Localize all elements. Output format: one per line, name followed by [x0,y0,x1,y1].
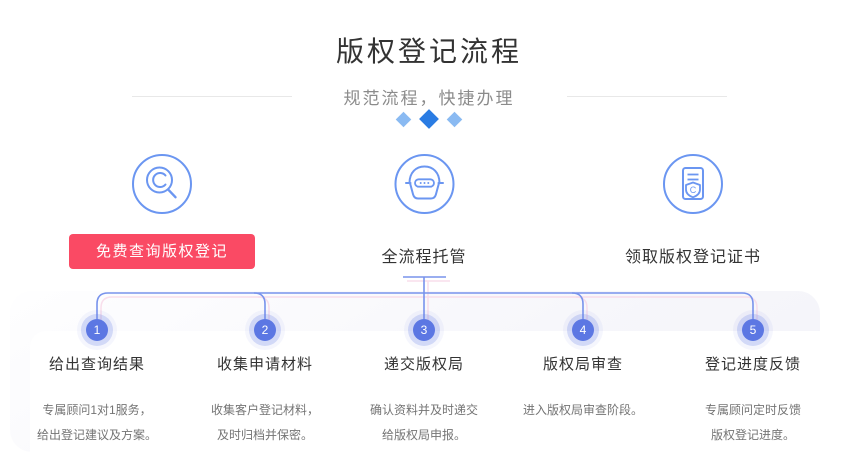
timeline-white-card [30,331,858,452]
diamond-icon [395,111,412,127]
step-title: 登记进度反馈 [704,356,801,373]
diamond-icon [446,111,463,127]
step-title: 给出查询结果 [48,356,145,373]
step-desc-line: 进入版权局审查阶段。 [522,403,643,417]
step-column-2: 收集申请材料 收集客户登记材料， 及时归档并保密。 [175,353,355,448]
subtitle-divider-left [131,95,292,97]
step-desc-line: 确认资料并及时递交 [369,403,478,417]
step-column-1: 给出查询结果 专属顾问1对1服务， 给出登记建议及方案。 [7,353,187,448]
certificate-icon: C [662,154,723,214]
step-badge-3: 3 [413,319,435,341]
step-description: 收集客户登记材料， 及时归档并保密。 [175,398,355,448]
feature-full-hosting: 全流程托管 [381,153,466,267]
step-title: 递交版权局 [383,356,464,373]
step-description: 进入版权局审查阶段。 [493,398,673,423]
step-column-3: 递交版权局 确认资料并及时递交 给版权局申报。 [334,353,514,448]
subtitle-divider-right [566,95,727,97]
step-title: 版权局审查 [542,356,623,373]
step-badge-2: 2 [254,319,276,341]
feature-label: 全流程托管 [381,249,467,266]
subtitle-row: 规范流程，快捷办理 [0,86,858,108]
svg-text:C: C [690,185,697,195]
step-desc-line: 给出登记建议及方案。 [36,428,157,442]
step-description: 确认资料并及时递交 给版权局申报。 [334,398,514,448]
hosting-icon [393,154,454,214]
page-subtitle: 规范流程，快捷办理 [343,88,515,108]
step-desc-line: 专属顾问定时反馈 [704,403,801,417]
page-title: 版权登记流程 [335,37,522,68]
step-title: 收集申请材料 [216,356,313,373]
step-badge-5: 5 [742,319,764,341]
step-badge-1: 1 [86,319,108,341]
feature-label: 领取版权登记证书 [624,249,762,266]
step-description: 专属顾问1对1服务， 给出登记建议及方案。 [7,398,187,448]
step-badge-4: 4 [572,319,594,341]
diamond-icon [419,109,439,129]
step-column-5: 登记进度反馈 专属顾问定时反馈 版权登记进度。 [663,353,843,448]
free-query-copyright-button[interactable]: 免费查询版权登记 [69,234,255,269]
feature-get-certificate: C 领取版权登记证书 [625,153,761,267]
diamond-decoration [0,109,858,129]
step-desc-line: 专属顾问1对1服务， [42,403,152,417]
step-column-4: 版权局审查 进入版权局审查阶段。 [493,353,673,423]
step-desc-line: 版权登记进度。 [710,428,795,442]
step-desc-line: 及时归档并保密。 [216,428,313,442]
step-description: 专属顾问定时反馈 版权登记进度。 [663,398,843,448]
step-desc-line: 收集客户登记材料， [210,403,319,417]
feature-free-query: 免费查询版权登记 [69,153,255,269]
search-copyright-icon [132,154,192,214]
step-desc-line: 给版权局申报。 [381,428,466,442]
